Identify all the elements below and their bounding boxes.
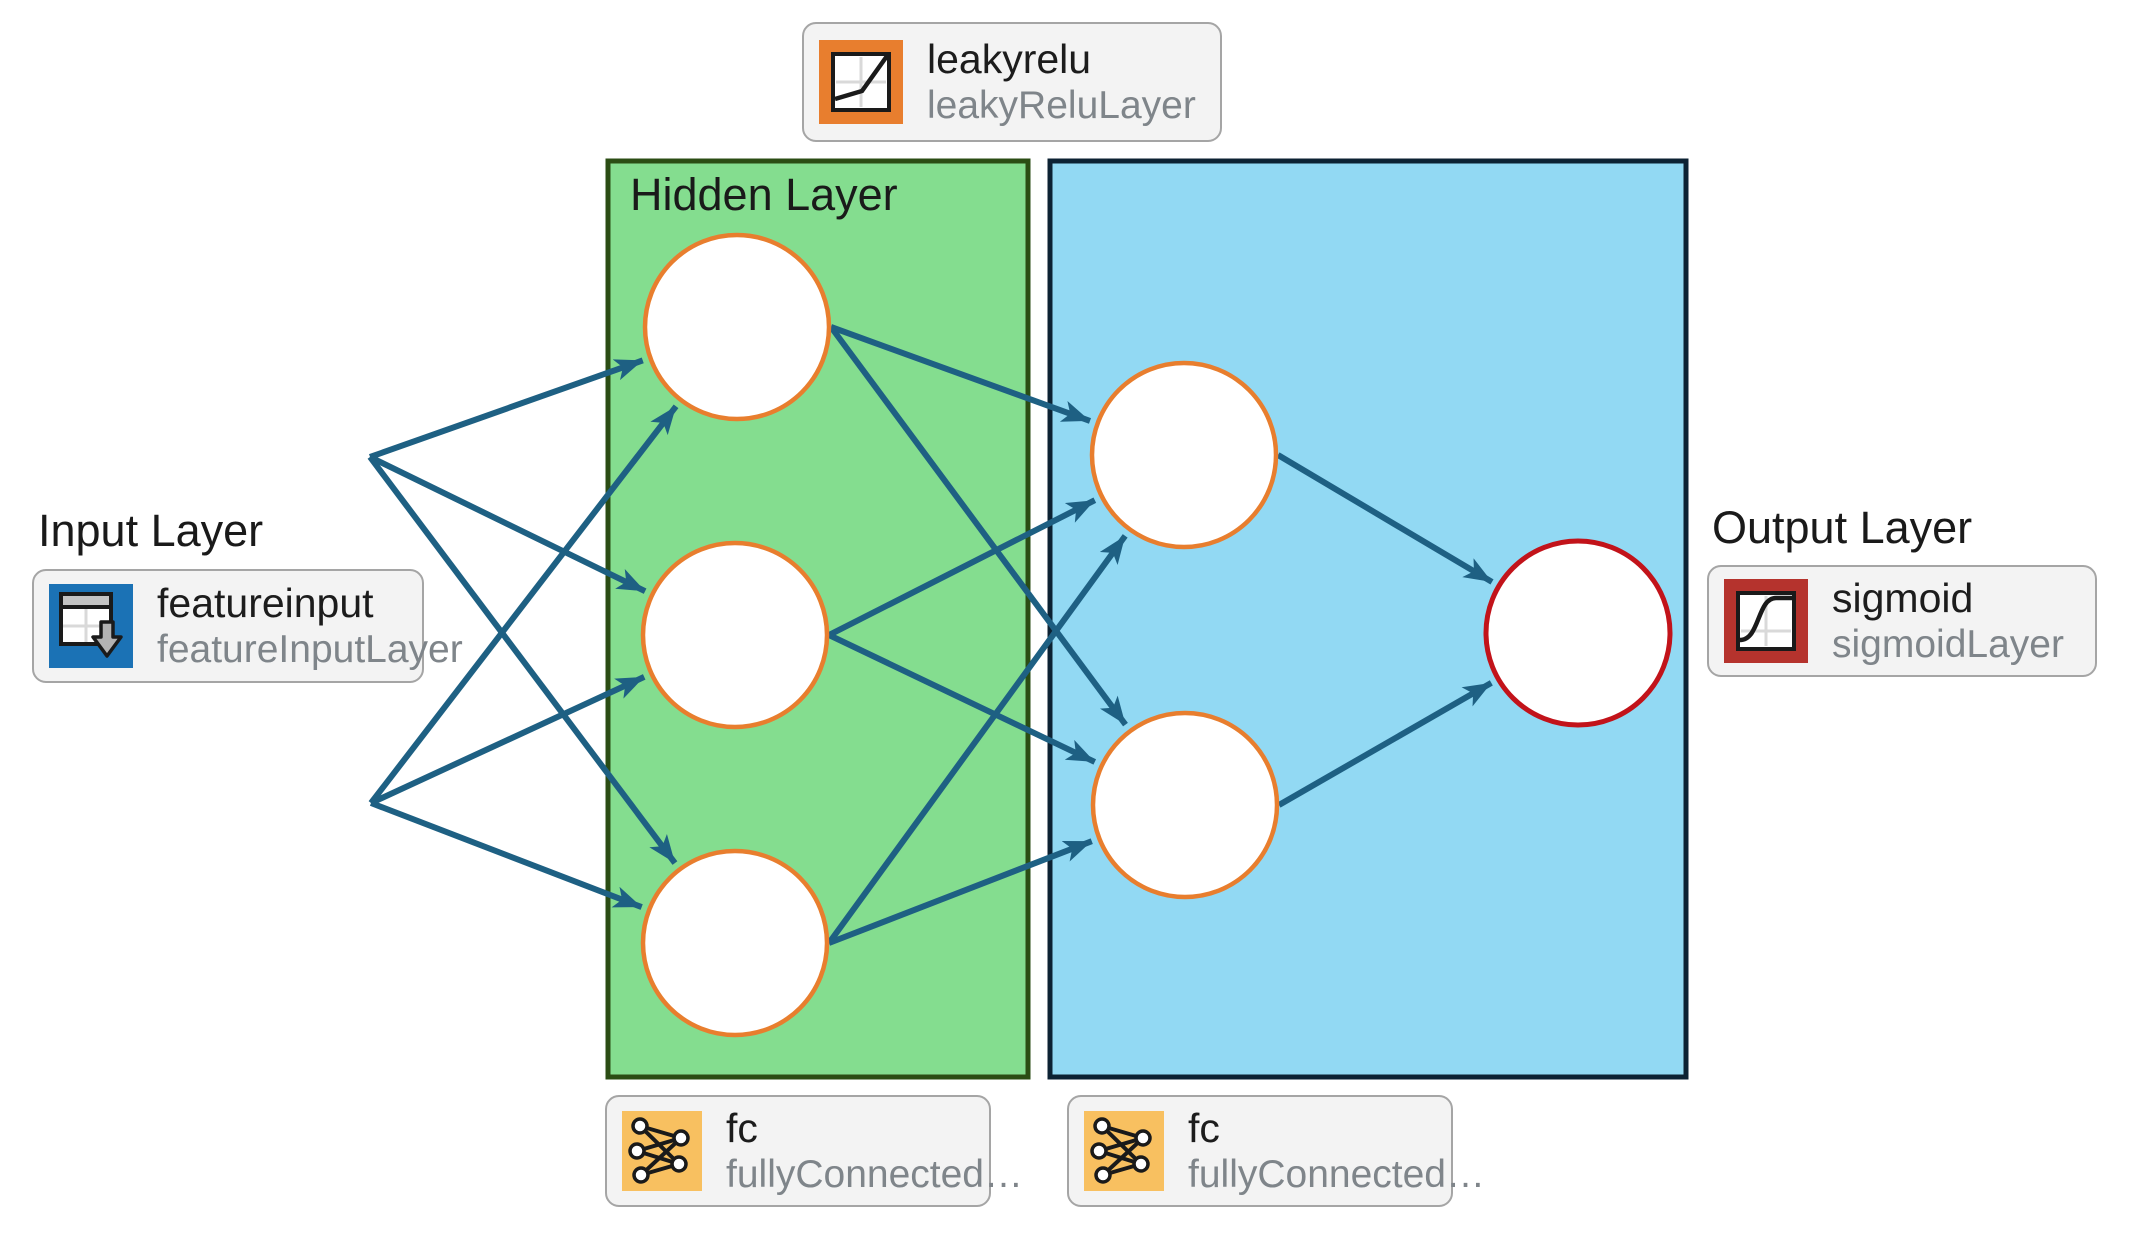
leaky-relu-curve-icon [819, 40, 903, 124]
hidden-layer-label: Hidden Layer [630, 169, 898, 220]
connection-arrow [827, 838, 1093, 946]
fully-connected-icon [1084, 1111, 1164, 1191]
badge-title: fc [1188, 1104, 1220, 1151]
badge-title: sigmoid [1832, 574, 1974, 621]
output-neuron-node [1483, 538, 1673, 728]
badge-subtitle: featureInputLayer [157, 628, 463, 672]
featureinput-layer-badge[interactable]: featureinput featureInputLayer [32, 569, 463, 683]
fc-layer-badge-1[interactable]: fc fullyConnected… [605, 1095, 1023, 1207]
connection-arrow [367, 455, 678, 865]
fully-connected-icon [622, 1111, 702, 1191]
connection-arrow [369, 800, 643, 910]
connection-arrow [826, 534, 1128, 945]
badge-subtitle: leakyReluLayer [927, 84, 1196, 128]
connection-arrow [1276, 452, 1494, 585]
sigmoid-layer-badge[interactable]: sigmoid sigmoidLayer [1707, 565, 2097, 677]
fc-layer-badge-2[interactable]: fc fullyConnected… [1067, 1095, 1485, 1207]
sigmoid-curve-icon [1724, 579, 1808, 663]
badge-title: leakyrelu [927, 35, 1092, 82]
leakyrelu-layer-badge[interactable]: leakyrelu leakyReluLayer [802, 22, 1222, 142]
connection-arrow [827, 497, 1097, 638]
connection-arrow [368, 454, 647, 594]
badge-subtitle: fullyConnected… [726, 1153, 1023, 1197]
badge-subtitle: fullyConnected… [1188, 1153, 1485, 1197]
feature-input-table-icon [49, 584, 133, 668]
connection-arrow [368, 404, 679, 805]
badge-title: fc [726, 1104, 758, 1151]
connection-arrow [1277, 680, 1493, 808]
neuron-node [1090, 710, 1280, 900]
connection-arrow [827, 632, 1097, 765]
neuron-node [640, 540, 830, 730]
input-layer-label: Input Layer [38, 505, 264, 556]
badge-title: featureinput [157, 579, 374, 626]
connection-arrow [829, 324, 1092, 424]
neuron-node [1089, 360, 1279, 550]
connection-arrow [368, 357, 644, 460]
neuron-node [642, 232, 832, 422]
connection-arrow [828, 325, 1128, 727]
output-layer-label: Output Layer [1712, 502, 1973, 553]
connection-arrow [369, 674, 646, 806]
neuron-node [640, 848, 830, 1038]
badge-subtitle: sigmoidLayer [1832, 623, 2064, 667]
